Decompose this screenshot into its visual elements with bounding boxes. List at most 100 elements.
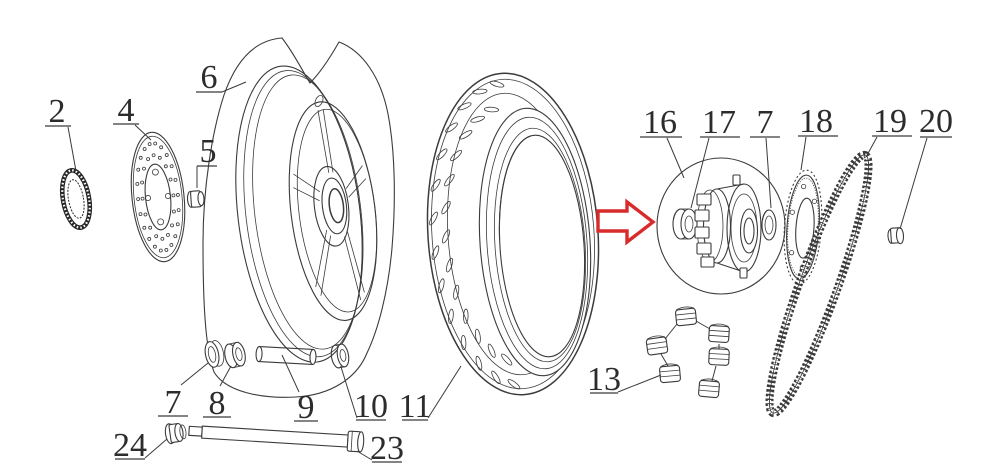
sprocket-hole [788, 250, 795, 256]
spoke-face-ellipse [288, 101, 378, 321]
part-tire [426, 72, 600, 396]
tread-mark [429, 211, 438, 226]
disc-hole [160, 236, 165, 241]
seal-bore [764, 215, 774, 235]
callout-17: 17 [690, 104, 740, 209]
tire-tread-marks [429, 80, 521, 390]
damper-link [664, 323, 678, 340]
tread-mark [444, 174, 455, 187]
callout-13: 13 [587, 361, 662, 398]
callout-leader [800, 136, 807, 171]
part-lock-washer [59, 168, 93, 230]
tread-mark [472, 88, 488, 95]
disc-hole [169, 243, 174, 247]
callout-label: 23 [370, 430, 404, 467]
callout-label: 9 [298, 389, 315, 426]
axle-tip [188, 425, 203, 437]
disc-hole [138, 155, 143, 160]
axle-shaft [201, 425, 349, 448]
callout-leader [617, 374, 662, 393]
tread-mark [446, 257, 454, 273]
bolt-face [197, 191, 205, 207]
brake-disc-edge [132, 135, 184, 259]
bearing-bore [235, 347, 243, 361]
brake-disc-outer [130, 131, 186, 263]
callout-24: 24 [113, 427, 168, 464]
disc-hole [176, 208, 181, 213]
callout-label: 13 [587, 361, 621, 398]
chain-highlight [767, 153, 871, 415]
part-bearing-left [224, 341, 246, 369]
tread-mark [448, 308, 454, 324]
disc-hole [148, 225, 153, 230]
disc-bolt-hole [157, 218, 165, 226]
callout-label: 24 [113, 427, 147, 464]
valve-stem [314, 94, 324, 108]
part-axle-nut [164, 422, 187, 445]
callout-leader [221, 81, 247, 93]
callout-5: 5 [196, 133, 217, 188]
callouts: 2 4 5 6 7 8 9 [45, 59, 953, 467]
tread-mark [507, 379, 521, 390]
disc-hole [175, 193, 180, 197]
tread-mark [445, 122, 458, 133]
disc-hole [146, 157, 150, 161]
tread-mark [458, 130, 473, 140]
hub-bore [328, 188, 345, 224]
damper-ridges [659, 363, 681, 378]
tread-mark [483, 106, 500, 113]
callout-2: 2 [45, 93, 77, 172]
hub-stud [732, 174, 741, 186]
callout-20: 20 [899, 103, 953, 230]
spoke-line [348, 178, 367, 198]
callout-leader [180, 362, 209, 386]
callout-label: 10 [354, 388, 388, 425]
callout-6: 6 [196, 59, 247, 96]
wheel-spokes [293, 109, 367, 301]
spoke-face [288, 101, 378, 321]
disc-hole [140, 180, 144, 185]
red-arrow-icon [596, 198, 656, 246]
rim-edges [235, 65, 364, 363]
hub-lug [694, 209, 710, 222]
tread-mark [442, 229, 451, 244]
hub-ellipse [321, 177, 348, 235]
callout-19: 19 [865, 103, 912, 158]
disc-hole [169, 164, 174, 169]
disc-bolt-hole [164, 192, 171, 199]
callout-leader [219, 365, 232, 387]
hub-lug [696, 242, 712, 255]
damper-body [645, 336, 669, 356]
disc-hole [153, 141, 158, 146]
sprocket-hole [789, 209, 795, 215]
spoke-line [320, 235, 332, 296]
damper-link [695, 320, 711, 330]
spoke-line [345, 165, 363, 189]
disc-hole [147, 237, 152, 241]
lock-washer-inner [67, 179, 85, 219]
damper-ridges [675, 306, 697, 321]
callout-label: 19 [873, 103, 907, 140]
disc-hole [164, 153, 169, 157]
callout-leader [899, 137, 928, 230]
callout-leader [865, 136, 878, 158]
lock-washer-serration [61, 169, 91, 229]
part-bushing [887, 227, 905, 245]
part-bolt [186, 190, 205, 208]
disc-hole [171, 193, 176, 198]
callout-label: 6 [201, 59, 218, 96]
callout-4: 4 [113, 92, 152, 141]
callout-label: 2 [49, 93, 66, 130]
tread-mark [489, 80, 505, 88]
callout-16: 16 [640, 104, 685, 179]
bead-ring [485, 116, 589, 370]
disc-hole [142, 225, 147, 230]
callout-label: 4 [118, 92, 135, 129]
chain-centerline [769, 154, 869, 414]
damper-block [708, 346, 730, 366]
callout-9: 9 [281, 354, 318, 426]
damper-body [708, 324, 730, 344]
callout-7-left: 7 [158, 362, 209, 421]
